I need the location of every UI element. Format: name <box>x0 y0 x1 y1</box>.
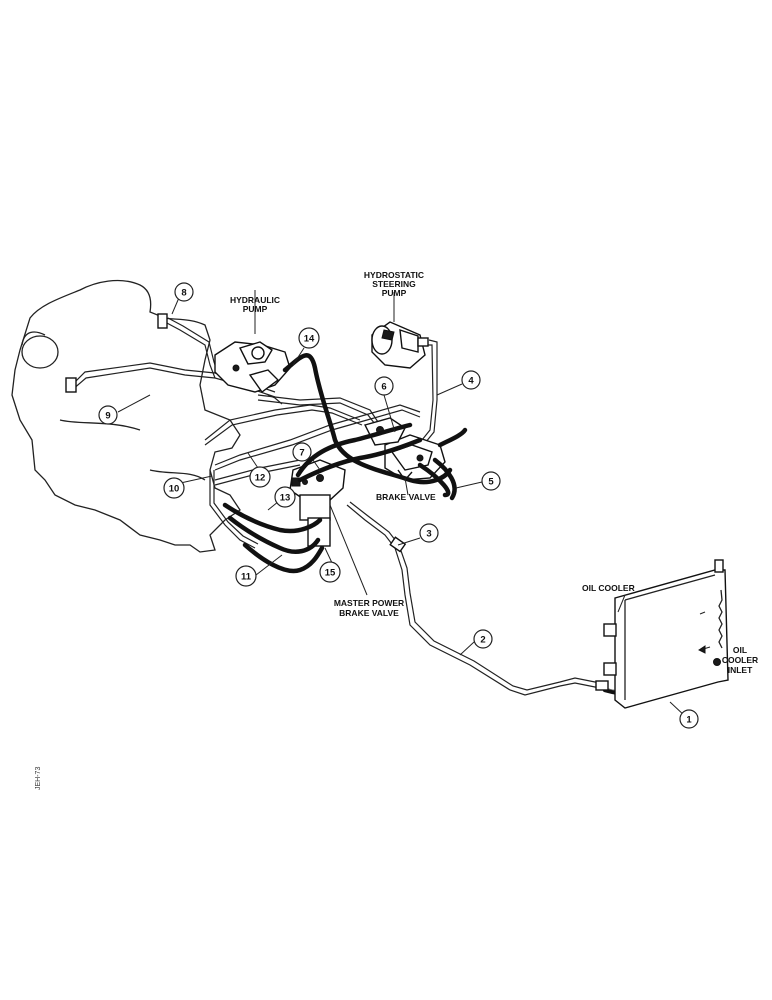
svg-text:11: 11 <box>241 572 252 583</box>
svg-text:12: 12 <box>255 473 266 484</box>
callout-6: 6 <box>374 376 394 396</box>
engine-block <box>11 279 241 553</box>
callout-15: 15 <box>319 561 341 583</box>
svg-text:10: 10 <box>169 484 180 495</box>
callout-5: 5 <box>481 471 501 491</box>
label-master-brake-valve: BRAKE VALVE <box>339 608 399 618</box>
hydrostatic-steering-pump <box>371 321 429 369</box>
callouts: 1 2 3 4 5 6 7 8 9 10 11 12 13 14 15 <box>98 282 699 729</box>
callout-7: 7 <box>292 442 312 462</box>
callout-10: 10 <box>163 477 185 499</box>
tube-4 <box>417 339 438 449</box>
svg-text:6: 6 <box>381 382 386 393</box>
svg-text:15: 15 <box>325 568 336 579</box>
callout-3: 3 <box>419 523 439 543</box>
label-pump-steering: PUMP <box>382 288 407 298</box>
oil-cooler <box>603 559 729 709</box>
svg-text:5: 5 <box>488 477 494 488</box>
svg-text:3: 3 <box>426 529 431 540</box>
label-cooler: COOLER <box>722 655 758 665</box>
svg-text:1: 1 <box>686 715 692 726</box>
svg-text:7: 7 <box>299 448 304 459</box>
tube-3-fitting <box>389 536 407 553</box>
figure-code: JEH-73 <box>35 767 42 790</box>
hose-15 <box>242 542 325 574</box>
svg-text:9: 9 <box>105 411 110 422</box>
callout-11: 11 <box>235 565 257 587</box>
hose-5 <box>432 457 457 501</box>
label-brake-valve: BRAKE VALVE <box>376 492 436 502</box>
label-pump-hydraulic: PUMP <box>243 304 268 314</box>
callout-1: 1 <box>679 709 699 729</box>
label-hydraulic: HYDRAULIC <box>230 295 280 305</box>
callout-8: 8 <box>174 282 194 302</box>
callout-2: 2 <box>473 629 493 649</box>
tube-2 <box>346 501 609 696</box>
hydraulic-pump <box>214 341 291 393</box>
label-master-power: MASTER POWER <box>334 598 404 608</box>
brake-valve <box>363 417 446 482</box>
tube-8 <box>157 313 220 379</box>
hose-13 <box>222 502 323 534</box>
callout-13: 13 <box>274 486 296 508</box>
hose-11 <box>227 515 321 554</box>
svg-text:14: 14 <box>304 334 315 345</box>
callout-9: 9 <box>98 405 118 425</box>
svg-text:4: 4 <box>468 376 474 387</box>
text-labels: HYDROSTATIC STEERING PUMP HYDRAULIC PUMP… <box>230 270 758 675</box>
hose-14 <box>282 353 453 485</box>
label-oil: OIL <box>733 645 747 655</box>
tube-8-fitting <box>157 313 168 329</box>
cooler-fitting <box>595 680 609 691</box>
callout-4: 4 <box>461 370 481 390</box>
callout-14: 14 <box>298 327 320 349</box>
svg-text:13: 13 <box>280 493 291 504</box>
label-inlet: INLET <box>728 665 753 675</box>
callout-12: 12 <box>249 466 271 488</box>
svg-text:2: 2 <box>480 635 485 646</box>
tube-9-fitting <box>65 377 77 393</box>
svg-text:8: 8 <box>181 288 186 299</box>
label-hydrostatic: HYDROSTATIC <box>364 270 424 280</box>
label-steering: STEERING <box>372 279 416 289</box>
label-oil-cooler: OIL COOLER <box>582 583 635 593</box>
hose-5-top <box>437 427 468 448</box>
